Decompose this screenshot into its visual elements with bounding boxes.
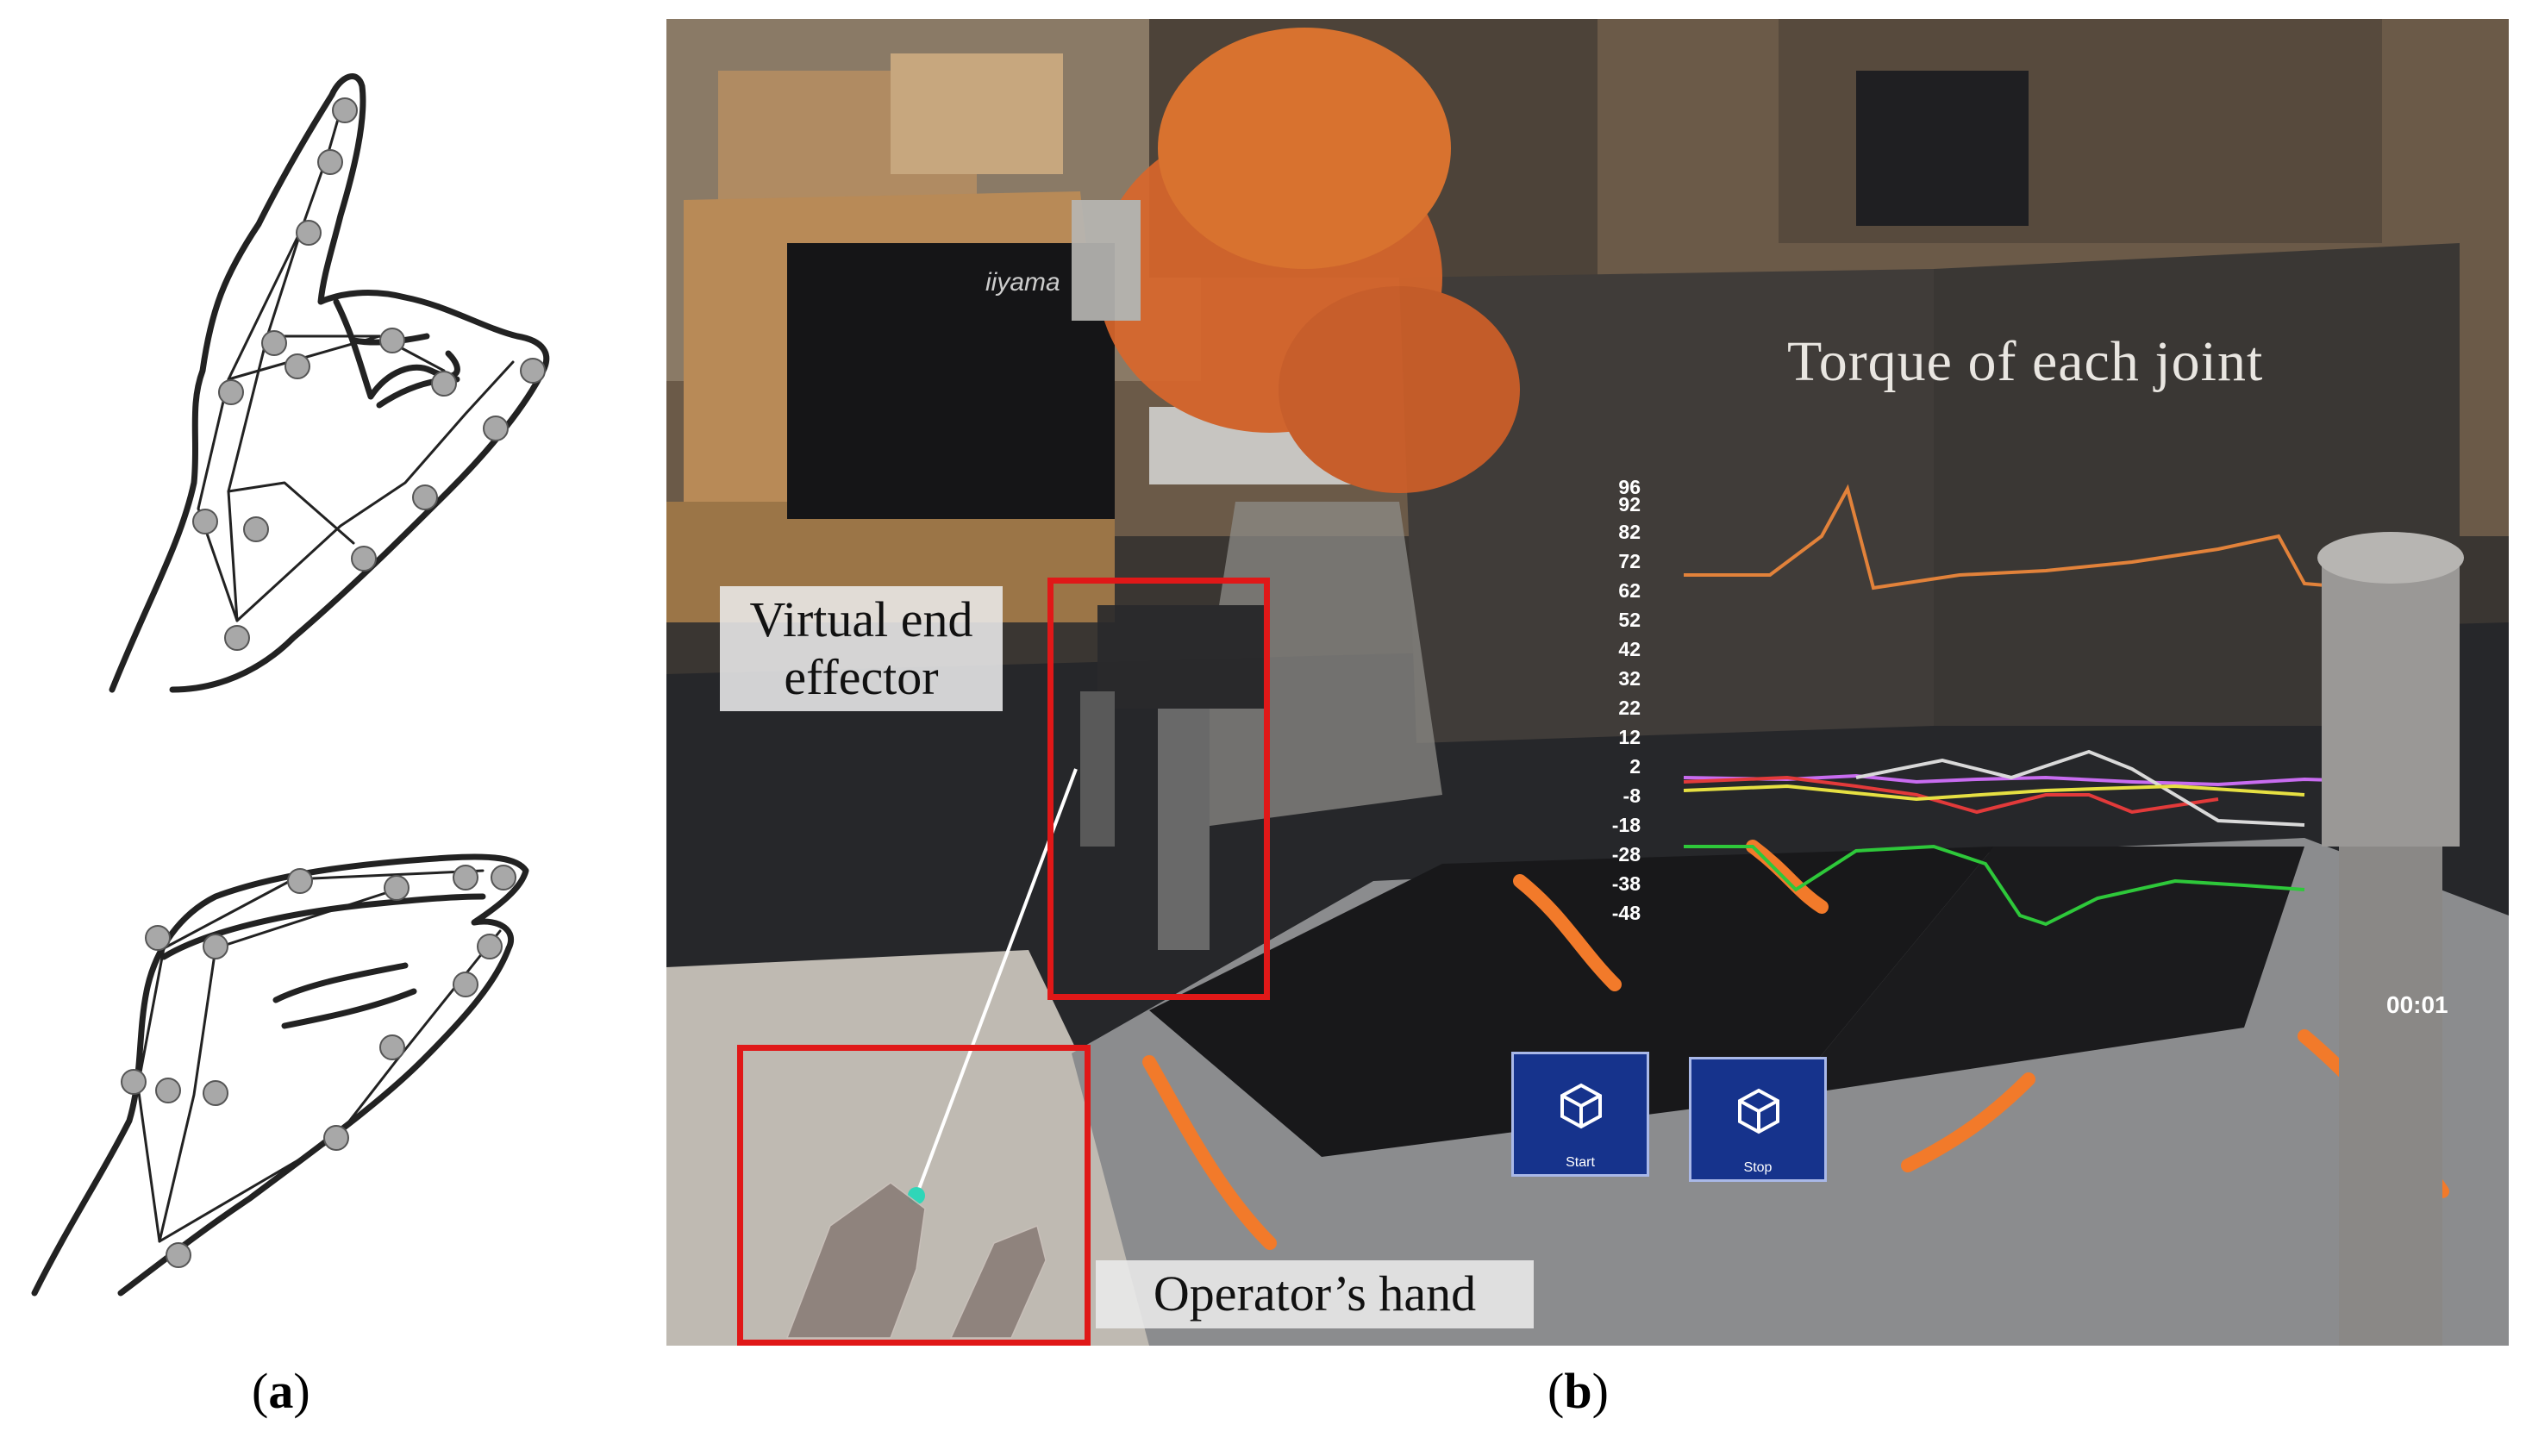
monitor-brand-text: iiyama [985,268,1060,297]
stop-button[interactable]: Stop [1689,1057,1827,1182]
elapsed-timer: 00:01 [2386,991,2448,1018]
y-tick: 62 [1618,579,1641,602]
y-tick: 72 [1618,550,1641,572]
caption-b: (b) [1547,1363,1609,1419]
virtual-end-effector-label: Virtual end effector [720,586,1003,712]
y-tick: 2 [1629,755,1641,778]
cube-icon [1560,1083,1602,1129]
hand-gesture-illustration [31,73,550,1297]
y-tick: 42 [1618,638,1641,660]
y-tick: 96 [1618,476,1641,498]
y-tick: 32 [1618,667,1641,690]
cube-icon [1738,1088,1779,1134]
y-tick: 82 [1618,521,1641,543]
torque-chart-title: Torque of each joint [1787,330,2264,393]
y-tick: 22 [1618,697,1641,719]
y-tick: 12 [1618,726,1641,748]
y-tick: -28 [1611,843,1641,865]
virtual-end-effector-highlight [1047,578,1270,1000]
monitor [787,243,1115,519]
y-tick: 52 [1618,609,1641,631]
start-button-label: Start [1566,1155,1595,1170]
caption-a-letter: a [268,1363,294,1419]
y-tick: -18 [1611,814,1641,836]
panel-a-hand-sketches [0,0,655,1345]
panel-b-ar-scene: iiyama [666,19,2509,1346]
caption-b-letter: b [1564,1363,1592,1419]
stop-button-label: Stop [1743,1160,1773,1175]
operators-hand-highlight [737,1045,1091,1346]
y-tick: -38 [1611,872,1641,895]
virtual-hand-mesh [785,1182,1047,1339]
y-tick: 92 [1618,493,1641,516]
start-button[interactable]: Start [1511,1052,1649,1177]
operators-hand-label: Operator’s hand [1096,1260,1534,1328]
caption-a: (a) [252,1363,310,1419]
y-tick: -8 [1623,784,1641,807]
y-tick: -48 [1611,902,1641,924]
